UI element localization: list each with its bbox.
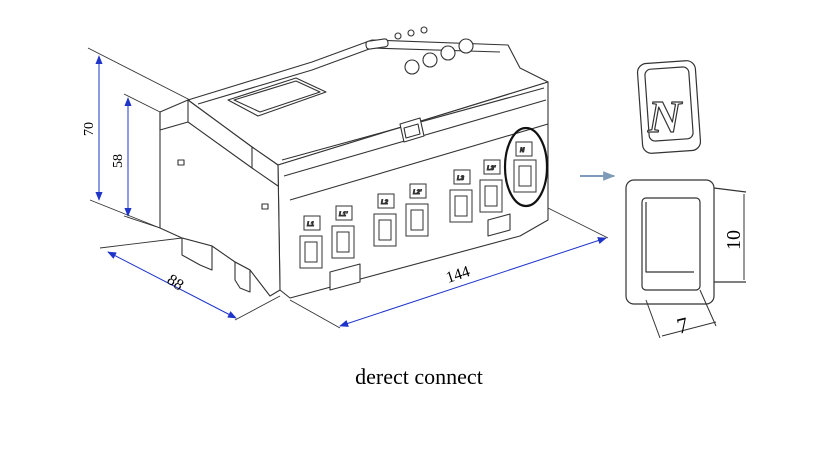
terminal-l3-prime: L3': [479, 159, 503, 213]
dim-label-144: 144: [444, 263, 472, 287]
dim-label-70: 70: [82, 122, 97, 136]
button-2: [422, 52, 438, 68]
rail-clip-front-2: [487, 213, 511, 237]
dim-line-7: [645, 289, 717, 339]
display-window: [227, 77, 327, 117]
button-3: [440, 45, 456, 61]
terminal-cover-n: N: [636, 60, 702, 154]
led-2: [407, 29, 415, 37]
caption: derect connect: [355, 364, 483, 389]
device-left-face: [159, 99, 281, 297]
cover-letter-n: N: [647, 91, 683, 142]
dim-label-10: 10: [723, 230, 745, 250]
dim-label-58: 58: [111, 154, 126, 168]
terminal-l3: L3: [449, 169, 473, 223]
button-1: [404, 59, 420, 75]
dimension-lines: [87, 47, 609, 329]
terminal-cover-hollow: [625, 179, 747, 305]
terminal-label-l3: L3: [457, 176, 465, 182]
dim-line-88: [107, 251, 237, 319]
led-1: [394, 32, 402, 40]
highlight-ellipse: [503, 126, 549, 208]
terminal-l1: L1: [299, 215, 323, 269]
side-mark-2: [261, 203, 269, 210]
terminal-label-n: N: [520, 148, 525, 154]
terminal-label-l1: L1: [307, 222, 315, 228]
dim-label-88: 88: [164, 271, 187, 294]
terminal-n: N: [513, 141, 537, 193]
dim-line-144: [339, 237, 607, 327]
terminal-label-l3-prime: L3': [487, 166, 496, 172]
dim-label-7: 7: [674, 312, 691, 339]
terminal-label-l1-prime: L1': [339, 212, 348, 218]
terminal-label-l2: L2: [381, 200, 389, 206]
button-4: [458, 38, 474, 54]
terminal-l2-prime: L2': [405, 183, 429, 237]
side-mark-1: [177, 159, 185, 166]
top-slot: [365, 38, 389, 50]
led-3: [420, 26, 428, 34]
terminal-label-l2-prime: L2': [413, 190, 422, 196]
